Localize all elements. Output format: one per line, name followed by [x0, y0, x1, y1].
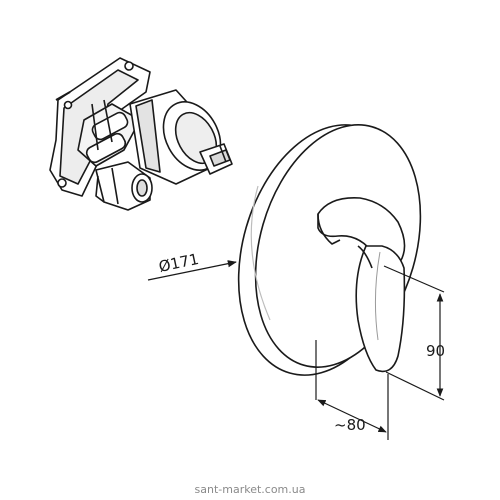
plate-hole — [63, 100, 73, 110]
depth-dim-line — [317, 399, 387, 433]
depth-dimension — [315, 340, 389, 440]
lever-handle — [317, 197, 406, 373]
watermark: sant-market.com.ua — [194, 483, 306, 496]
depth-label: ~80 — [334, 416, 366, 434]
height-ext-bottom — [385, 371, 445, 401]
plate-hole — [57, 178, 67, 188]
concealed-valve-body — [49, 57, 233, 211]
plate-hole — [124, 61, 134, 71]
height-ext-top — [383, 265, 445, 293]
diameter-label: Ø171 — [157, 250, 200, 276]
height-dimension — [383, 265, 445, 401]
diameter-dimension: Ø171 — [147, 250, 237, 281]
height-label: 90 — [426, 342, 445, 360]
diameter-leader — [147, 260, 237, 281]
escutcheon-plate — [237, 124, 422, 376]
screw — [55, 91, 71, 101]
